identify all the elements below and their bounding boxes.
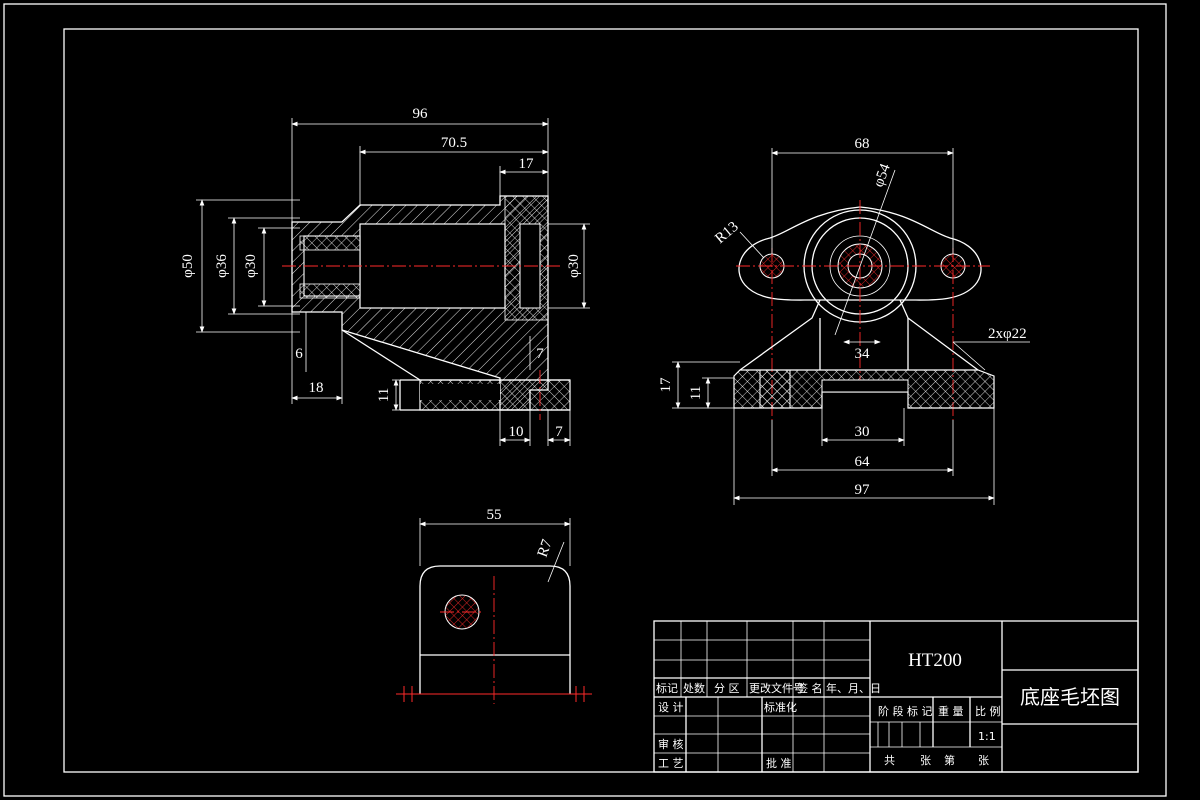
dim-6: 6	[295, 346, 303, 362]
material-label: HT200	[908, 650, 962, 671]
dim-70-5: 70.5	[441, 135, 467, 151]
side-view: 68 φ54 R13 2xφ22 34 17 11 30 64	[658, 136, 1030, 505]
front-base-void	[420, 384, 500, 400]
tb-design: 设 计	[658, 701, 684, 714]
dim-7-bottom: 7	[555, 424, 563, 440]
tb-standard: 标准化	[764, 700, 797, 714]
tb-weight: 重 量	[938, 704, 964, 718]
top-view: 55 R7	[396, 507, 592, 704]
tb-ratio: 比 例	[975, 704, 1001, 718]
dim-phi54: φ54	[871, 161, 894, 189]
tb-mark: 标记	[656, 681, 678, 695]
dim-34: 34	[855, 346, 871, 362]
title-block: HT200 底座毛坯图 标记 处数 分 区 更改文件号 签 名 年、月、日 设 …	[653, 620, 1139, 773]
dim-96: 96	[413, 106, 429, 122]
outer-frame	[3, 3, 1167, 797]
dim-97: 97	[855, 482, 871, 498]
tb-approve: 批 准	[766, 756, 792, 770]
front-xhatch-left-bottom	[299, 283, 361, 299]
front-xhatch-left-top	[299, 235, 361, 251]
dim-phi36: φ36	[214, 254, 230, 278]
tb-review: 审 核	[658, 737, 684, 751]
dim-68: 68	[855, 136, 870, 152]
dim-phi50: φ50	[180, 254, 196, 278]
dim-55: 55	[487, 507, 502, 523]
dim-11-side: 11	[688, 386, 704, 400]
tb-date: 年、月、日	[826, 681, 881, 695]
dim-18: 18	[309, 380, 324, 396]
front-view: 96 70.5 17 φ50 φ36 φ30 φ30 6 18	[180, 106, 590, 446]
tb-sheet-word2: 张	[978, 754, 989, 767]
tb-sheets-word: 张	[920, 754, 931, 767]
top-plate-outline	[419, 565, 571, 694]
tb-sheets-total: 共	[884, 754, 895, 767]
inner-frame	[63, 28, 1139, 773]
tb-stage-mark: 阶 段 标 记	[878, 704, 933, 718]
dim-11-front: 11	[376, 388, 392, 402]
dim-30-side: 30	[855, 424, 870, 440]
dim-r7: R7	[535, 537, 556, 559]
tb-process: 工 艺	[658, 757, 684, 770]
tb-sign: 签 名	[797, 681, 823, 695]
dim-r13: R13	[712, 219, 741, 247]
tb-zone: 分 区	[714, 682, 740, 695]
tb-sheet-no: 第	[944, 753, 955, 767]
tb-scale-value: 1:1	[978, 730, 996, 743]
dim-2xphi22: 2xφ22	[988, 326, 1027, 342]
dim-17-side: 17	[658, 377, 674, 393]
dim-phi30-right: φ30	[566, 254, 582, 278]
dim-10: 10	[509, 424, 524, 440]
drawing-title: 底座毛坯图	[1020, 685, 1120, 709]
dim-7-top: 7	[536, 346, 544, 362]
tb-count: 处数	[683, 682, 705, 695]
dim-64: 64	[855, 454, 871, 470]
dim-17: 17	[519, 156, 535, 172]
tb-change-doc: 更改文件号	[749, 681, 804, 695]
dim-phi30-left: φ30	[243, 254, 259, 278]
